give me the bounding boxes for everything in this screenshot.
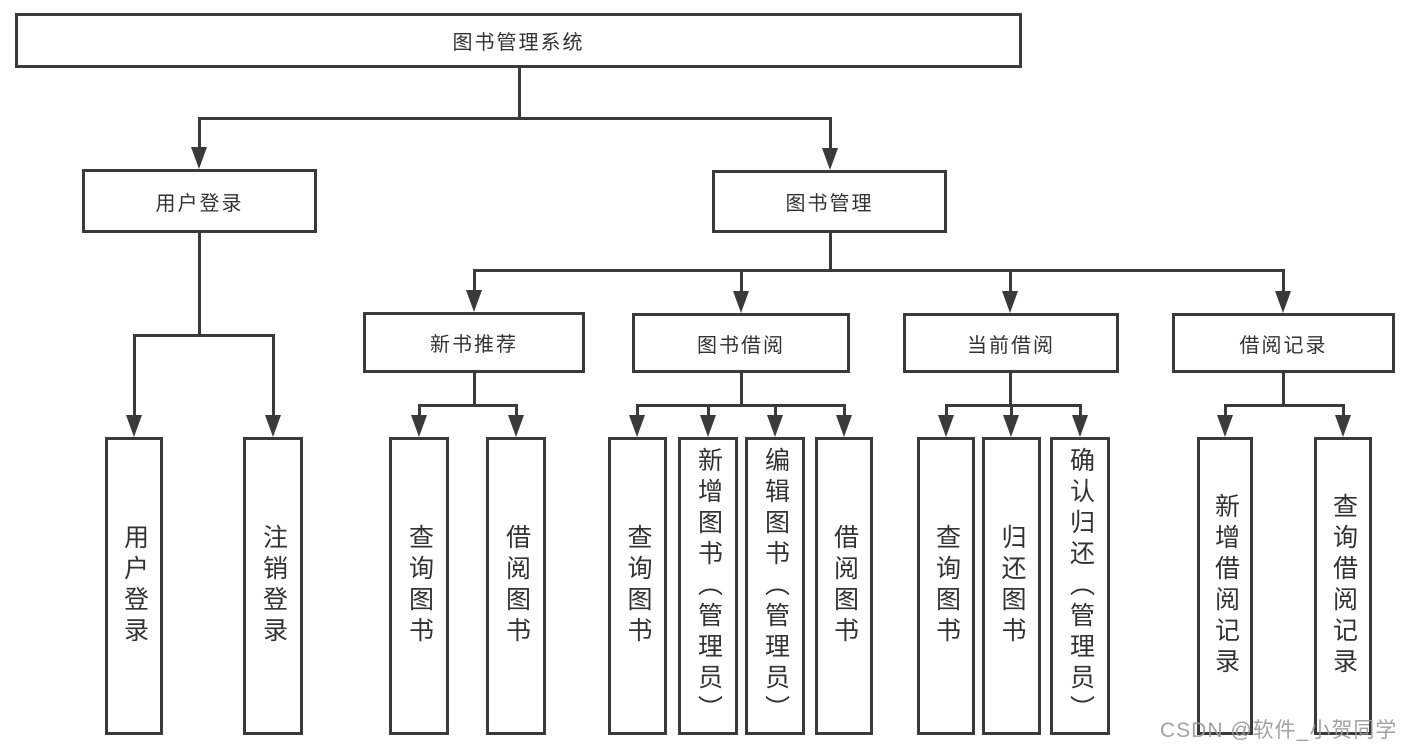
connector-drop-new-book — [473, 269, 476, 294]
leaf-confirm-return-admin-label: 确认归还（管理员） — [1066, 446, 1095, 726]
connector-new-book-split — [418, 404, 518, 407]
connector-drop-book-management — [829, 117, 832, 151]
arrowhead-leaf — [1003, 415, 1019, 437]
arrowhead-leaf-logout — [265, 415, 281, 437]
leaf-confirm-return-admin: 确认归还（管理员） — [1050, 437, 1110, 735]
node-book-management: 图书管理 — [712, 170, 947, 233]
arrowhead-leaf — [836, 415, 852, 437]
arrowhead-leaf — [767, 415, 783, 437]
node-user-login: 用户登录 — [82, 169, 317, 233]
leaf-user-login: 用户登录 — [105, 437, 163, 735]
arrowhead-leaf — [629, 415, 645, 437]
leaf-add-borrow-record: 新增借阅记录 — [1197, 437, 1253, 735]
leaf-query-borrow-record-label: 查询借阅记录 — [1329, 493, 1358, 679]
connector-drop-leaf — [418, 404, 421, 418]
leaf-recommend-query-books: 查询图书 — [389, 437, 449, 735]
node-borrowing-records: 借阅记录 — [1172, 313, 1395, 373]
leaf-edit-books-admin-label: 编辑图书（管理员） — [761, 446, 790, 726]
arrowhead-leaf — [938, 415, 954, 437]
leaf-logout-label: 注销登录 — [259, 524, 288, 648]
node-current-borrowing: 当前借阅 — [903, 313, 1119, 373]
arrowhead-leaf — [700, 415, 716, 437]
leaf-add-books-admin: 新增图书（管理员） — [678, 437, 738, 735]
leaf-add-books-admin-label: 新增图书（管理员） — [694, 446, 723, 726]
connector-drop-leaf — [1079, 404, 1082, 418]
leaf-logout: 注销登录 — [243, 437, 303, 735]
connector-drop-leaf-logout — [272, 334, 275, 419]
arrowhead-book-management — [822, 148, 838, 170]
leaf-borrow-books-label: 借阅图书 — [830, 524, 859, 648]
connector-drop-leaf — [843, 404, 846, 418]
connector-drop-leaf — [945, 404, 948, 418]
leaf-add-borrow-record-label: 新增借阅记录 — [1211, 493, 1240, 679]
arrowhead-leaf — [1072, 415, 1088, 437]
connector-book-management-stem — [829, 233, 832, 272]
connector-drop-leaf-user-login — [133, 334, 136, 419]
connector-drop-book-borrowing — [740, 269, 743, 295]
leaf-borrow-books: 借阅图书 — [815, 437, 873, 735]
connector-borrowing-split — [636, 404, 846, 407]
node-root-library-system: 图书管理系统 — [15, 13, 1022, 68]
leaf-return-books-label: 归还图书 — [998, 524, 1026, 648]
leaf-edit-books-admin: 编辑图书（管理员） — [745, 437, 805, 735]
connector-user-login-stem — [198, 233, 201, 337]
connector-borrowing-stem — [740, 373, 743, 407]
connector-new-book-stem — [473, 373, 476, 407]
arrowhead-leaf-user-login — [126, 415, 142, 437]
node-book-borrowing: 图书借阅 — [632, 313, 850, 373]
arrowhead-borrowing-records — [1275, 291, 1291, 313]
node-new-book-recommend: 新书推荐 — [363, 312, 585, 373]
leaf-current-query-books-label: 查询图书 — [932, 524, 961, 648]
leaf-return-books: 归还图书 — [982, 437, 1041, 735]
leaf-borrowing-query-books-label: 查询图书 — [624, 524, 652, 648]
connector-current-stem — [1009, 373, 1012, 407]
connector-drop-borrowing-records — [1282, 269, 1285, 295]
connector-drop-leaf — [636, 404, 639, 418]
leaf-borrowing-query-books: 查询图书 — [608, 437, 667, 735]
arrowhead-user-login — [191, 147, 207, 169]
leaf-recommend-borrow-books: 借阅图书 — [486, 437, 546, 735]
connector-root-stem — [518, 68, 521, 120]
arrowhead-leaf — [1217, 415, 1233, 437]
connector-user-login-split — [133, 334, 275, 337]
connector-current-split — [945, 404, 1082, 407]
connector-drop-leaf — [1224, 404, 1227, 418]
arrowhead-new-book — [466, 290, 482, 312]
connector-drop-leaf — [1342, 404, 1345, 418]
arrowhead-current-borrowing — [1002, 291, 1018, 313]
leaf-recommend-query-books-label: 查询图书 — [405, 524, 434, 648]
connector-drop-leaf — [707, 404, 710, 418]
connector-drop-current-borrowing — [1009, 269, 1012, 295]
leaf-user-login-label: 用户登录 — [120, 524, 149, 648]
arrowhead-leaf — [1335, 415, 1351, 437]
leaf-current-query-books: 查询图书 — [917, 437, 975, 735]
connector-drop-leaf — [774, 404, 777, 418]
connector-records-stem — [1282, 373, 1285, 407]
arrowhead-leaf — [508, 415, 524, 437]
connector-level2-split — [198, 117, 832, 120]
leaf-query-borrow-record: 查询借阅记录 — [1314, 437, 1372, 735]
arrowhead-leaf — [411, 415, 427, 437]
csdn-watermark: CSDN @软件_小贺同学 — [1160, 719, 1398, 742]
connector-records-split — [1224, 404, 1345, 407]
connector-drop-leaf — [515, 404, 518, 418]
leaf-recommend-borrow-books-label: 借阅图书 — [502, 524, 531, 648]
arrowhead-book-borrowing — [733, 291, 749, 313]
connector-drop-user-login — [198, 117, 201, 150]
connector-level3-split — [473, 269, 1285, 272]
connector-drop-leaf — [1010, 404, 1013, 418]
